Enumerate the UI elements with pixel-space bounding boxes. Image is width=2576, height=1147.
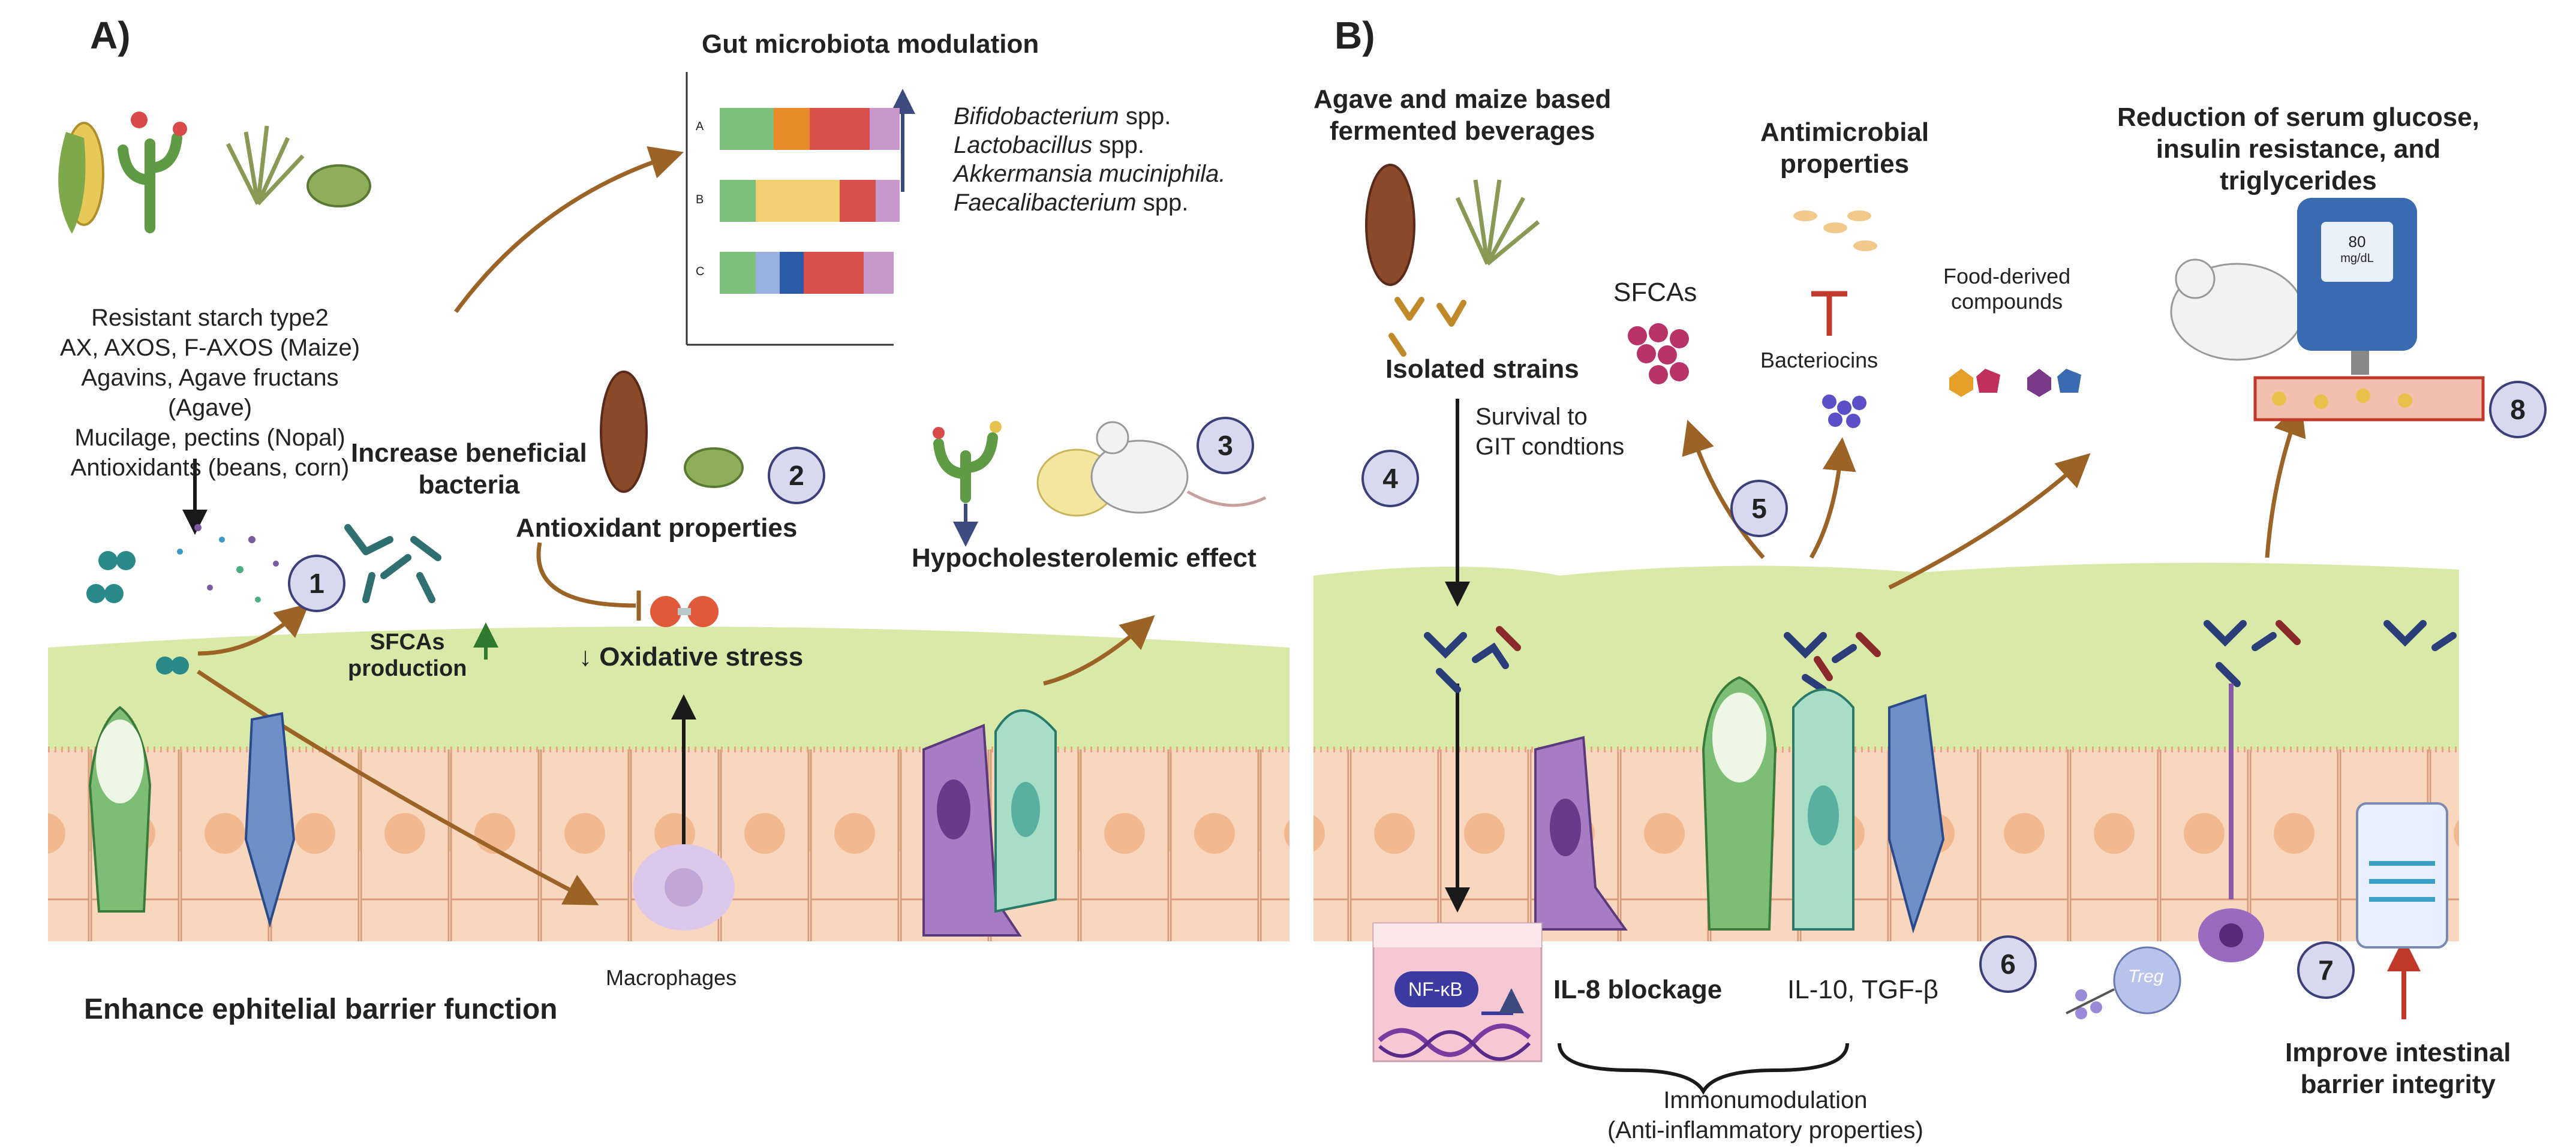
sfcas-molecules (1628, 323, 1689, 384)
arrow-to-bacteriocins (1809, 437, 1856, 559)
source-item: Resistant starch type2 (91, 305, 329, 331)
nopal-mouse (933, 421, 1267, 517)
food-compound-molecules (1949, 369, 2081, 397)
antimicrobial-label: Antimicrobial properties (1760, 118, 1929, 179)
enhance-barrier-label: Enhance ephitelial barrier function (84, 994, 558, 1025)
bacterium-name: Bifidobacterium (954, 103, 1119, 130)
immuno-brace (1558, 1043, 1849, 1095)
antioxidant-label: Antioxidant properties (516, 513, 798, 543)
bacteria-clusters-b (1424, 620, 2457, 693)
sfcas-label: SFCAs (1613, 278, 1697, 307)
isolated-strains-label: Isolated strains (1385, 354, 1579, 384)
bar-segment (804, 252, 864, 294)
panel-a-label: A) (90, 14, 131, 57)
antioxidant-foods (600, 371, 744, 493)
source-item: Mucilage, pectins (Nopal) (74, 425, 345, 451)
bar-segment (780, 252, 804, 294)
fiber-particles (86, 524, 279, 675)
bar-segment (756, 252, 780, 294)
glucose-reduction-label: Reduction of serum glucose, insulin resi… (2117, 103, 2479, 195)
arrow-to-hypocholesterolemic (1043, 615, 1155, 686)
bacterium-name: Lactobacillus (954, 132, 1093, 158)
plant-icons-a (58, 112, 371, 234)
glucose-scene (2170, 198, 2485, 422)
step-number-6: 6 (1979, 935, 2037, 993)
sfcas-production-label: SFCAs production (348, 630, 467, 681)
beverages-label: Agave and maize based fermented beverage… (1313, 85, 1612, 146)
il10-label: IL-10, TGF-β (1787, 975, 1938, 1004)
ros-molecule (650, 596, 719, 627)
bar-segment (720, 252, 756, 294)
bar-segment (756, 180, 840, 222)
step-number-7: 7 (2297, 941, 2355, 999)
bar-segment (864, 252, 894, 294)
meter-value: 80 (2348, 233, 2366, 251)
bar-segment (840, 180, 876, 222)
microbiota-bars (686, 72, 900, 346)
bar-segment (876, 180, 900, 222)
barrier-integrity-label: Improve intestinal barrier integrity (2285, 1038, 2511, 1099)
macrophages-label: Macrophages (606, 965, 737, 990)
treg-label: Treg (2128, 967, 2164, 986)
bacterium-name: Faecalibacterium (954, 189, 1137, 216)
step-number-8: 8 (2489, 381, 2547, 438)
arrow-to-gut-modulation (454, 146, 684, 314)
bar-segment (720, 108, 774, 150)
hypocholesterolemic-label: Hypocholesterolemic effect (912, 543, 1257, 573)
arrow-to-sfcas (1682, 420, 1765, 559)
step-number-5: 5 (1730, 480, 1788, 537)
bacteriocins-label: Bacteriocins (1760, 348, 1878, 372)
step-number-2: 2 (768, 447, 825, 504)
step-number-3: 3 (1197, 417, 1254, 474)
bar-row-label: B (696, 193, 704, 206)
fiber-sources-list: Resistant starch type2 AX, AXOS, F-AXOS … (54, 303, 366, 483)
arrow-to-bacteria (197, 603, 309, 656)
antioxidant-inhibit-line (536, 542, 636, 608)
panel-b-label: B) (1334, 14, 1375, 57)
nfkb-label: NF-κB (1408, 979, 1463, 1000)
bar-row-label: C (696, 265, 705, 278)
panel-b-epithelium (1313, 562, 2459, 941)
bacterium-name: Akkermansia muciniphila. (954, 161, 1226, 187)
cells-a (88, 706, 1057, 937)
step-number-1: 1 (288, 555, 345, 612)
survival-label: Survival to GIT condtions (1475, 404, 1625, 460)
immunomodulation-label: Immonumodulation (Anti-inflammatory prop… (1607, 1087, 1923, 1143)
bacteria-cluster-a (344, 524, 441, 603)
source-item: Agavins, Agave fructans (Agave) (81, 365, 339, 421)
source-item: AX, AXOS, F-AXOS (Maize) (59, 335, 360, 361)
source-item: Antioxidants (beans, corn) (70, 454, 350, 481)
increase-bacteria-label: Increase beneficial bacteria (351, 438, 587, 499)
bar-segment (774, 108, 810, 150)
gut-microbiota-title: Gut microbiota modulation (702, 29, 1039, 59)
food-derived-label: Food-derived compounds (1943, 264, 2071, 314)
meter-unit: mg/dL (2340, 252, 2374, 265)
arrow-to-glucose (2265, 402, 2306, 558)
oxidative-stress-label: ↓ Oxidative stress (579, 642, 804, 672)
arrow-to-macrophages (197, 670, 599, 905)
bar-segment (870, 108, 900, 150)
arrow-to-food-compounds (1888, 453, 2091, 590)
nfkb-cell (1372, 922, 1543, 1062)
beverage-plants (1365, 164, 1540, 357)
step-number-4: 4 (1361, 450, 1419, 507)
cells-b (1534, 676, 2448, 1019)
bacteria-list: Bifidobacterium spp. Lactobacillus spp. … (954, 103, 1226, 216)
bar-segment (810, 108, 870, 150)
bacteriocin-molecules (1793, 210, 1877, 428)
bar-segment (720, 180, 756, 222)
il8-label: IL-8 blockage (1553, 975, 1723, 1004)
bar-row-label: A (696, 120, 704, 133)
